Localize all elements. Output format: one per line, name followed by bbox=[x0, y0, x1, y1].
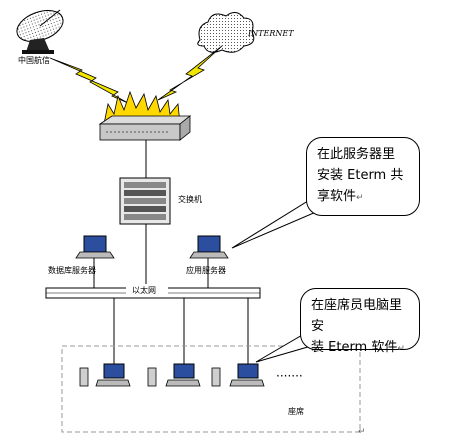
application-server-laptop-icon bbox=[189, 235, 229, 259]
switch-label: 交换机 bbox=[178, 194, 202, 204]
more-workstations-ellipsis: ······· bbox=[276, 369, 303, 383]
lightning-bolt-icon bbox=[49, 57, 131, 105]
seats-area bbox=[61, 345, 361, 433]
return-mark: ↵ bbox=[358, 427, 366, 437]
internet-label: INTERNET bbox=[247, 29, 294, 38]
workstation-icon bbox=[147, 363, 201, 387]
cloud-icon bbox=[197, 12, 255, 53]
router-icon bbox=[98, 115, 192, 141]
database-server-label: 数据库服务器 bbox=[48, 265, 96, 275]
server-callout-line-1: 在此服务器里 bbox=[317, 147, 396, 162]
server-callout-line-3-text: 享软件 bbox=[317, 189, 357, 204]
ethernet-label: 以太网 bbox=[132, 285, 156, 295]
return-mark: ↵ bbox=[397, 344, 405, 354]
switch-rack-icon bbox=[119, 177, 171, 225]
database-server-laptop-icon bbox=[75, 235, 115, 259]
application-server-label: 应用服务器 bbox=[186, 265, 226, 275]
workstation-icon bbox=[211, 363, 265, 387]
server-install-callout: 在此服务器里 安装 Eterm 共 享软件↵ bbox=[306, 137, 420, 216]
lightning-bolt-icon bbox=[157, 45, 223, 101]
server-callout-line-2: 安装 Eterm 共 bbox=[317, 168, 404, 183]
seats-label: 座席 bbox=[288, 406, 304, 416]
seat-install-callout: 在座席员电脑里安 装 Eterm 软件↵ bbox=[300, 288, 420, 355]
seat-callout-line-2: 装 Eterm 软件↵ bbox=[311, 337, 409, 360]
seat-callout-line-2-text: 装 Eterm 软件 bbox=[311, 340, 398, 355]
return-mark: ↵ bbox=[356, 193, 364, 203]
satellite-dish-icon bbox=[16, 9, 64, 54]
china-aviation-label: 中国航信 bbox=[18, 55, 50, 65]
server-callout-line-3: 享软件↵ bbox=[317, 186, 409, 209]
workstation-icon bbox=[79, 363, 131, 387]
seat-callout-line-1: 在座席员电脑里安 bbox=[311, 298, 403, 334]
